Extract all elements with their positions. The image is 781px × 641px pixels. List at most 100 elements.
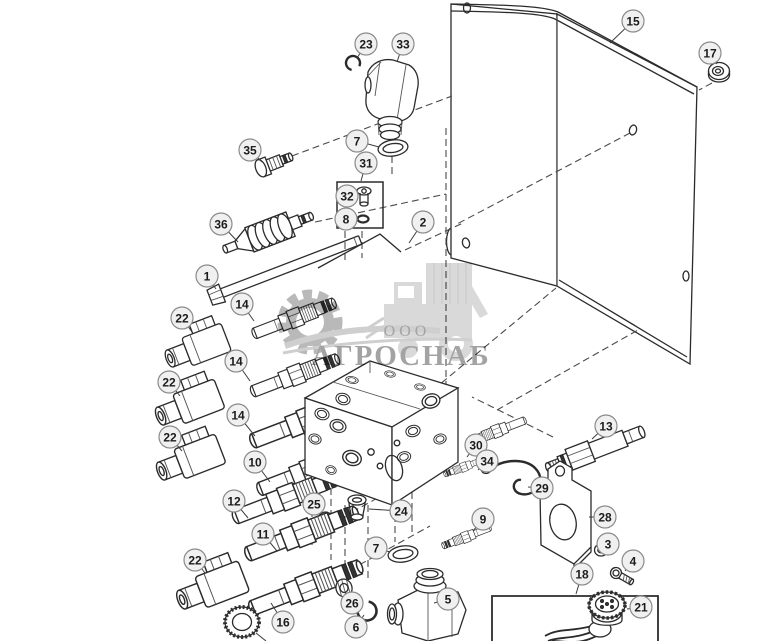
svg-text:21: 21 [634,601,648,615]
harness-box-18 [491,595,659,641]
callout-26[interactable]: 26 [340,591,364,615]
callout-1[interactable]: 1 [195,264,219,290]
retaining-ring-23 [344,54,362,72]
svg-text:14: 14 [235,298,249,312]
callout-15[interactable]: 15 [609,9,645,44]
svg-text:14: 14 [229,355,243,369]
callout-14[interactable]: 14 [226,403,256,437]
watermark: ООО АГРОСНАБ [277,263,490,372]
plug-24 [347,494,367,521]
callout-6[interactable]: 6 [344,614,368,639]
svg-text:25: 25 [307,498,321,512]
svg-text:22: 22 [175,312,189,326]
svg-text:6: 6 [353,621,360,635]
callout-5[interactable]: 5 [433,587,460,611]
svg-text:12: 12 [227,495,241,509]
svg-text:3: 3 [605,538,612,552]
screw-4 [609,566,635,586]
svg-text:22: 22 [162,376,176,390]
svg-text:31: 31 [359,157,373,171]
bolt-1 [206,235,363,306]
callout-17[interactable]: 17 [698,41,722,65]
coil-nut [223,605,267,641]
svg-text:15: 15 [626,15,640,29]
svg-text:4: 4 [630,555,637,569]
watermark-company-name: АГРОСНАБ [311,340,490,372]
svg-text:26: 26 [345,597,359,611]
callout-2[interactable]: 2 [408,210,435,244]
valve-manifold-block [303,360,460,507]
callout-4[interactable]: 4 [621,549,645,573]
callout-36[interactable]: 36 [209,212,239,243]
callout-28[interactable]: 28 [589,505,617,529]
callout-22[interactable]: 22 [158,425,183,452]
svg-text:10: 10 [248,456,262,470]
svg-text:11: 11 [257,528,270,542]
callout-7[interactable]: 7 [345,129,380,153]
connector-21 [544,590,627,641]
solenoid-coil-22d [167,549,251,618]
svg-text:8: 8 [343,213,350,227]
callout-12[interactable]: 12 [222,489,249,519]
bracket-28 [539,460,592,571]
callout-22[interactable]: 22 [157,370,181,397]
callout-32[interactable]: 32 [335,184,359,208]
svg-text:17: 17 [703,47,717,61]
callout-21[interactable]: 21 [626,595,653,619]
callout-14[interactable]: 14 [224,349,251,382]
svg-text:9: 9 [480,513,487,527]
svg-text:32: 32 [340,190,354,204]
callout-9[interactable]: 9 [471,507,495,532]
svg-text:22: 22 [188,554,202,568]
o-ring-8 [356,214,370,224]
callout-22[interactable]: 22 [170,306,194,333]
callout-11[interactable]: 11 [251,522,278,552]
svg-text:23: 23 [359,38,373,52]
svg-text:7: 7 [373,542,380,556]
callout-16[interactable]: 16 [270,602,295,634]
svg-text:14: 14 [231,409,245,423]
svg-text:28: 28 [598,511,612,525]
callout-3[interactable]: 3 [596,532,620,556]
callout-29[interactable]: 29 [527,476,554,500]
callout-35[interactable]: 35 [238,138,263,163]
svg-text:29: 29 [535,482,549,496]
svg-text:24: 24 [394,505,408,519]
svg-text:16: 16 [276,616,290,630]
callout-13[interactable]: 13 [591,414,618,440]
svg-text:36: 36 [214,218,228,232]
plug-35 [254,152,294,178]
callout-30[interactable]: 30 [464,433,488,458]
svg-text:5: 5 [445,593,452,607]
callout-31[interactable]: 31 [354,151,378,182]
callout-24[interactable]: 24 [368,499,413,523]
callout-8[interactable]: 8 [334,207,358,231]
svg-text:18: 18 [575,568,589,582]
solenoid-coil-22a [156,312,233,375]
flange-nut-17 [707,61,731,83]
watermark-prefix: ООО [384,323,431,340]
mounting-panel [445,2,698,366]
callout-23[interactable]: 23 [354,32,378,59]
callout-18[interactable]: 18 [570,562,594,595]
svg-text:30: 30 [469,439,483,453]
callout-7[interactable]: 7 [364,536,391,560]
svg-text:33: 33 [396,38,410,52]
o-ring-7-top [376,137,410,159]
callout-10[interactable]: 10 [243,450,271,483]
callout-22[interactable]: 22 [183,548,207,574]
cartridge-valve-36 [222,211,315,254]
svg-text:22: 22 [163,431,177,445]
callout-34[interactable]: 34 [475,449,499,473]
callout-25[interactable]: 25 [302,492,326,516]
callout-14[interactable]: 14 [230,292,255,322]
watermark-harvester-graphic [361,263,488,361]
callout-33[interactable]: 33 [391,32,415,63]
svg-text:7: 7 [354,135,361,149]
svg-text:35: 35 [243,144,257,158]
elbow-fitting-33 [364,58,419,141]
detail-box-31 [336,181,384,229]
